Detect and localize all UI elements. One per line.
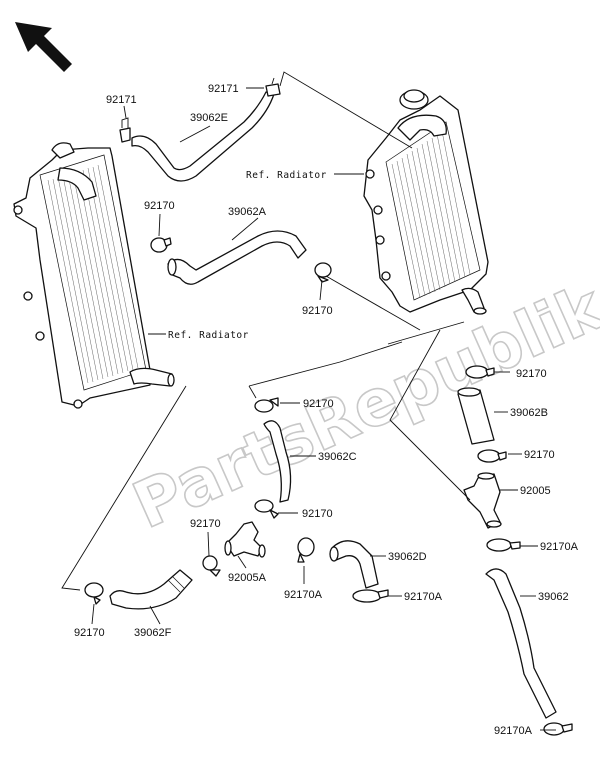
clamp-92170A-a bbox=[486, 538, 521, 552]
hose-39062F bbox=[109, 569, 193, 610]
label-92170-h: 92170 bbox=[74, 627, 105, 639]
hose-39062D bbox=[331, 540, 379, 589]
clamp-92170A-d bbox=[543, 722, 573, 736]
clamp-92170-b bbox=[314, 262, 332, 283]
clamp-92170-h bbox=[84, 582, 104, 605]
hose-39062A bbox=[167, 230, 307, 285]
label-92005: 92005 bbox=[520, 485, 551, 497]
label-39062F: 39062F bbox=[134, 627, 172, 639]
hose-39062A-end bbox=[167, 258, 177, 276]
left-radiator bbox=[13, 142, 175, 409]
clamp-92170A-c bbox=[352, 589, 389, 603]
left-radiator-core bbox=[47, 164, 139, 384]
hose-39062D-end bbox=[329, 546, 339, 562]
label-92170-e: 92170 bbox=[303, 398, 334, 410]
label-92170A-c: 92170A bbox=[404, 591, 443, 603]
label-92170-d: 92170 bbox=[524, 449, 555, 461]
hose-39062F-ribs bbox=[167, 575, 185, 593]
label-92170-f: 92170 bbox=[302, 508, 333, 520]
right-radiator bbox=[363, 89, 489, 315]
hose-39062B bbox=[457, 389, 495, 445]
right-radiator-core bbox=[391, 130, 471, 299]
clamp-92171-top bbox=[265, 77, 281, 97]
clamp-92170-g bbox=[202, 555, 221, 577]
label-92170-c: 92170 bbox=[516, 368, 547, 380]
clamp-92170-d bbox=[477, 449, 507, 463]
label-92170-b: 92170 bbox=[302, 305, 333, 317]
label-39062A: 39062A bbox=[228, 206, 267, 218]
clamp-92170-c bbox=[465, 365, 495, 379]
label-39062E: 39062E bbox=[190, 112, 228, 124]
label-92170A-d: 92170A bbox=[494, 725, 533, 737]
label-92005A: 92005A bbox=[228, 572, 267, 584]
hose-39062E bbox=[131, 91, 275, 182]
label-39062C: 39062C bbox=[318, 451, 357, 463]
label-39062: 39062 bbox=[538, 591, 569, 603]
label-92170A-b: 92170A bbox=[284, 589, 323, 601]
clamp-92170-f bbox=[254, 499, 279, 519]
label-ref-radiator-right: Ref. Radiator bbox=[246, 170, 327, 181]
leader-lines bbox=[91, 87, 556, 731]
clamp-92170A-b bbox=[297, 537, 315, 563]
clamp-92170-a bbox=[150, 237, 172, 253]
connector-92005A bbox=[224, 521, 266, 558]
hose-39062B-end bbox=[457, 387, 481, 397]
label-39062D: 39062D bbox=[388, 551, 427, 563]
label-92170-g: 92170 bbox=[190, 518, 221, 530]
label-92170-a: 92170 bbox=[144, 200, 175, 212]
label-39062B: 39062B bbox=[510, 407, 548, 419]
hose-39062C bbox=[263, 420, 292, 503]
clamp-92171-left bbox=[119, 117, 131, 143]
hose-39062 bbox=[485, 568, 557, 719]
connector-92005 bbox=[463, 472, 502, 529]
assembly-lines bbox=[61, 71, 471, 591]
label-92171-left: 92171 bbox=[106, 94, 137, 106]
label-92170A-a: 92170A bbox=[540, 541, 579, 553]
direction-arrow-icon bbox=[15, 22, 72, 72]
label-92171-top: 92171 bbox=[208, 83, 239, 95]
label-ref-radiator-left: Ref. Radiator bbox=[168, 330, 249, 341]
clamp-92170-e bbox=[254, 397, 279, 413]
part-labels: 92171 92171 39062E Ref. Radiator 92170 3… bbox=[74, 83, 579, 737]
